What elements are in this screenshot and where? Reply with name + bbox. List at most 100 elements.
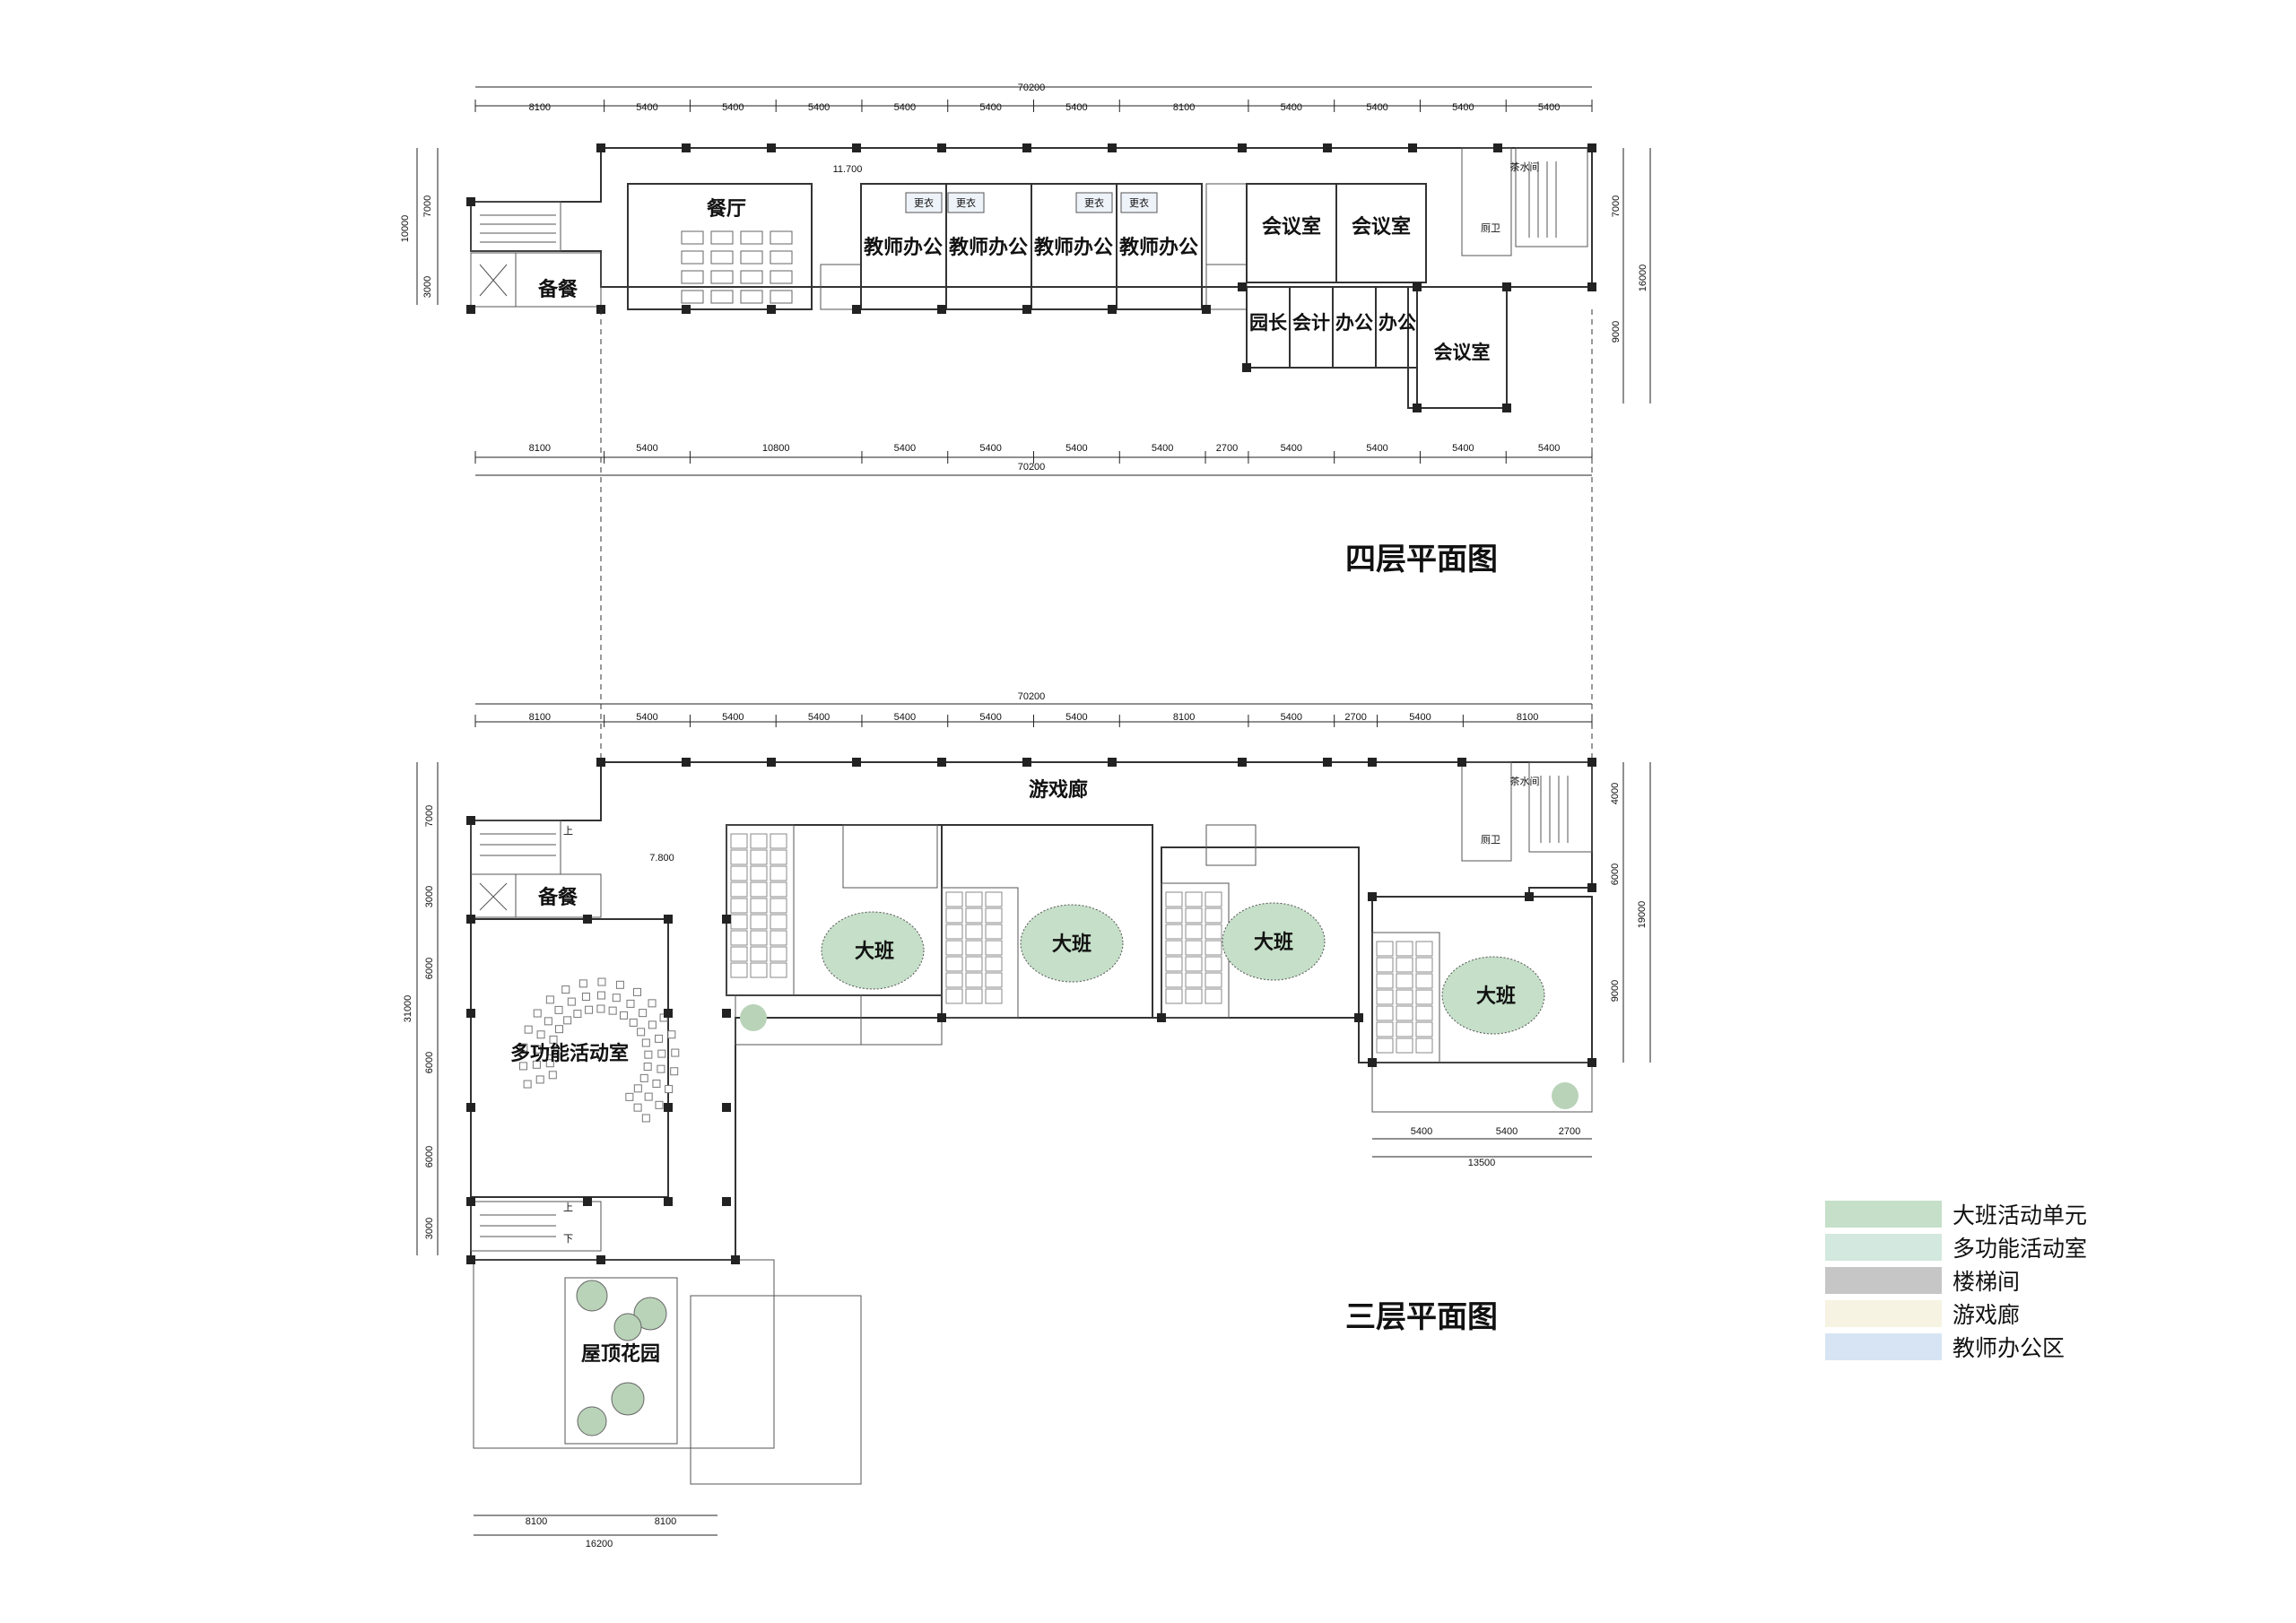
dining-table	[710, 230, 734, 245]
column	[1202, 305, 1211, 314]
floor3-class-1: 大班	[855, 941, 894, 963]
floor4-meeting-1: 会议室	[1262, 215, 1321, 239]
bed	[730, 865, 748, 881]
floor4-accountant: 会计	[1292, 312, 1330, 334]
column	[1587, 758, 1596, 767]
floor4-locker-1: 更衣	[914, 196, 934, 209]
bed	[1185, 972, 1203, 988]
seat	[648, 999, 657, 1008]
floor4-bottom-dim-7: 5400	[1152, 443, 1173, 454]
column	[852, 143, 861, 152]
bed	[750, 865, 768, 881]
seat	[549, 1035, 558, 1044]
column	[1587, 282, 1596, 291]
floor4-bottom-dim-5: 5400	[979, 443, 1001, 454]
seat	[625, 1092, 634, 1101]
column	[1493, 143, 1502, 152]
floor3-class-4: 大班	[1476, 985, 1516, 1008]
floor3-up-1: 上	[563, 825, 573, 837]
floor4-right-a: 7000	[1611, 195, 1622, 217]
bed	[770, 946, 787, 962]
bed	[730, 881, 748, 898]
floor4-bottom-dim-8: 2700	[1216, 443, 1238, 454]
bed	[965, 891, 983, 907]
bed	[770, 898, 787, 914]
column	[1022, 143, 1031, 152]
dining-table	[681, 230, 704, 245]
column	[682, 143, 691, 152]
seat	[581, 993, 590, 1002]
column	[466, 1255, 475, 1264]
seat	[639, 1073, 648, 1082]
seat	[523, 1080, 532, 1089]
class4-beds	[1376, 941, 1433, 1054]
bed	[985, 924, 1003, 940]
bed	[965, 972, 983, 988]
column	[1502, 404, 1511, 412]
floor3-right-c: 9000	[1610, 980, 1621, 1002]
floor4-tea-room: 茶水间	[1510, 161, 1540, 173]
legend-swatch	[1825, 1266, 1942, 1294]
dining-table	[681, 250, 704, 265]
bed	[1415, 941, 1433, 957]
bed	[1205, 907, 1222, 924]
floor3-bl-dim-1: 8100	[526, 1516, 547, 1527]
floor4-prep-label: 备餐	[537, 278, 578, 301]
seat	[554, 1005, 563, 1014]
dining-tables	[681, 230, 793, 304]
column	[664, 1197, 673, 1206]
bed	[1415, 1005, 1433, 1021]
column	[466, 816, 475, 825]
floor4-right-total: 16000	[1638, 265, 1648, 292]
column	[466, 197, 475, 206]
column	[1238, 282, 1247, 291]
legend-label: 大班活动单元	[1952, 1202, 2088, 1228]
floor4-meeting-3: 会议室	[1434, 342, 1491, 363]
floor3-top-dim-6: 5400	[979, 712, 1001, 723]
seat	[641, 1038, 650, 1047]
seat	[567, 997, 576, 1006]
seat	[633, 987, 641, 996]
floor4-top-dim-1: 8100	[529, 102, 551, 113]
floor4-left-a: 7000	[422, 195, 433, 217]
bed	[1185, 907, 1203, 924]
floor3-bl-total: 16200	[586, 1539, 613, 1549]
floor3-prep-label: 备餐	[537, 886, 578, 909]
seat	[629, 1018, 638, 1027]
bed	[730, 946, 748, 962]
floor3-down-1: 下	[563, 1234, 573, 1245]
seat	[518, 1062, 527, 1071]
bed	[1415, 989, 1433, 1005]
floor4-top-dim-6: 5400	[979, 102, 1001, 113]
floor4-bottom-dim-3: 10800	[762, 443, 790, 454]
floor4-top-dim-2: 5400	[636, 102, 657, 113]
dining-table	[740, 230, 763, 245]
seat	[545, 995, 554, 1004]
floor3-elevation: 7.800	[649, 853, 674, 864]
seat	[637, 1028, 646, 1037]
floor4-left-b: 3000	[422, 276, 433, 298]
floor4-teacher-office-1: 教师办公	[864, 236, 943, 259]
floor3-br-dim-1: 5400	[1411, 1126, 1432, 1137]
legend-item-office: 教师办公区	[1825, 1330, 2087, 1363]
bed	[1165, 972, 1183, 988]
class2-beds	[945, 891, 1003, 1004]
bed	[1415, 957, 1433, 973]
bed	[965, 924, 983, 940]
bed	[1165, 891, 1183, 907]
legend-label: 楼梯间	[1952, 1268, 2021, 1295]
floor3-left-c: 6000	[424, 958, 435, 979]
seat	[596, 991, 605, 1000]
column	[852, 758, 861, 767]
floor4-elevation: 11.700	[833, 164, 863, 175]
bed	[1185, 956, 1203, 972]
floor3-top-dim-9: 5400	[1281, 712, 1302, 723]
seat	[655, 1034, 664, 1043]
column	[596, 758, 605, 767]
bed	[1376, 1021, 1394, 1037]
seat	[670, 1067, 679, 1076]
floor4-locker-2: 更衣	[956, 196, 976, 209]
bed	[750, 849, 768, 865]
seat	[573, 1010, 582, 1019]
column	[937, 305, 946, 314]
